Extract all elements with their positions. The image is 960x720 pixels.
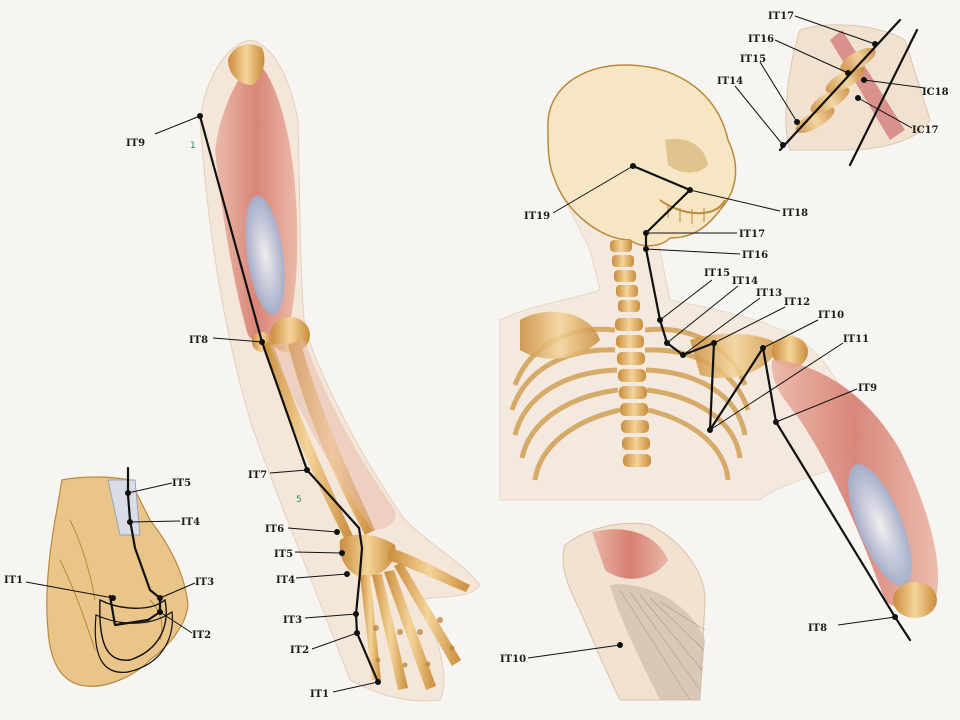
label-it17-neck: IT17 (768, 11, 794, 22)
skeleton-labels: IT19 IT18 IT17 IT16 IT15 IT14 IT13 IT12 … (524, 208, 877, 634)
label-it13: IT13 (756, 288, 782, 299)
neck-inset: IT17 IT16 IT15 IT14 IC18 IC17 (717, 11, 949, 167)
marker-5: 5 (296, 495, 302, 505)
label-it14-neck: IT14 (717, 76, 743, 87)
label-it14-skeleton: IT14 (732, 276, 758, 287)
meridian-line-arm (198, 114, 380, 684)
point-it18 (687, 187, 693, 193)
label-it8-arm: IT8 (189, 335, 208, 346)
hand-illustration: IT5 IT4 IT3 IT2 IT1 (4, 466, 214, 687)
label-ic18: IC18 (922, 87, 949, 98)
point-it2-arm (354, 630, 360, 636)
point-it7-arm (304, 467, 310, 473)
label-it17-skeleton: IT17 (739, 229, 765, 240)
label-it15-neck: IT15 (740, 54, 766, 65)
hand-labels: IT5 IT4 IT3 IT2 IT1 (4, 478, 214, 641)
marker-1: 1 (190, 141, 196, 151)
point-it4-arm (344, 571, 350, 577)
neck-labels: IT17 IT16 IT15 IT14 IC18 IC17 (717, 11, 949, 136)
point-it15-neck (794, 119, 800, 125)
label-it15-skeleton: IT15 (704, 268, 730, 279)
point-ic17 (855, 95, 861, 101)
point-it6-arm (334, 529, 340, 535)
point-it1-hand (110, 595, 116, 601)
label-it9-skeleton: IT9 (858, 383, 877, 394)
neck-points (734, 15, 926, 148)
shoulder-inset: IT10 (500, 522, 706, 701)
label-ic17: IC17 (912, 125, 939, 136)
point-it13 (680, 352, 686, 358)
meridian-line-neck (778, 18, 902, 152)
label-it3-hand: IT3 (195, 577, 214, 588)
label-it18: IT18 (782, 208, 808, 219)
label-it11: IT11 (843, 334, 869, 345)
label-it10-skeleton: IT10 (818, 310, 844, 321)
meridian-line-hand (108, 466, 162, 627)
label-it9-arm: IT9 (126, 138, 145, 149)
arm-illustration: IT9 IT8 IT7 IT6 IT5 IT4 IT3 IT2 IT1 1 5 (126, 39, 481, 702)
point-it4-hand (127, 519, 133, 525)
point-it9-arm (197, 113, 203, 119)
point-it12 (711, 340, 717, 346)
label-it7-arm: IT7 (248, 470, 267, 481)
label-it12: IT12 (784, 297, 810, 308)
point-it16-neck (845, 70, 851, 76)
point-it15 (657, 317, 663, 323)
point-it8-arm (259, 339, 265, 345)
point-it2-hand (157, 609, 163, 615)
label-it4-arm: IT4 (276, 575, 295, 586)
point-it11 (707, 427, 713, 433)
label-it6-arm: IT6 (265, 524, 284, 535)
label-it2-arm: IT2 (290, 645, 309, 656)
label-it8-skeleton: IT8 (808, 623, 827, 634)
point-it8-skeleton (892, 614, 898, 620)
point-it5-arm (339, 550, 345, 556)
meridian-line-neck-2 (848, 28, 919, 167)
label-it1-arm: IT1 (310, 689, 329, 700)
point-it5-hand (125, 490, 131, 496)
arm-labels: IT9 IT8 IT7 IT6 IT5 IT4 IT3 IT2 IT1 1 5 (126, 138, 329, 700)
point-it9-skeleton (773, 419, 779, 425)
arm-points (154, 113, 381, 693)
point-it17-neck (872, 41, 878, 47)
skeleton-points (552, 163, 898, 626)
skeleton-illustration: IT19 IT18 IT17 IT16 IT15 IT14 IT13 IT12 … (499, 64, 939, 642)
point-it14-neck (780, 142, 786, 148)
label-it3-arm: IT3 (283, 615, 302, 626)
label-it4-hand: IT4 (181, 517, 200, 528)
point-ic18 (861, 77, 867, 83)
point-it19 (630, 163, 636, 169)
point-it3-hand (157, 595, 163, 601)
point-it10-skeleton (760, 345, 766, 351)
point-it3-arm (353, 611, 359, 617)
point-it14 (664, 340, 670, 346)
point-it1-arm (375, 679, 381, 685)
label-it16-skeleton: IT16 (742, 250, 768, 261)
point-it16 (643, 246, 649, 252)
label-it2-hand: IT2 (192, 630, 211, 641)
label-it10-shoulder: IT10 (500, 654, 526, 665)
label-it5-arm: IT5 (274, 549, 293, 560)
label-it19: IT19 (524, 211, 550, 222)
label-it16-neck: IT16 (748, 34, 774, 45)
label-it1-hand: IT1 (4, 575, 23, 586)
label-it5-hand: IT5 (172, 478, 191, 489)
hand-points (25, 482, 196, 634)
point-it17 (643, 230, 649, 236)
